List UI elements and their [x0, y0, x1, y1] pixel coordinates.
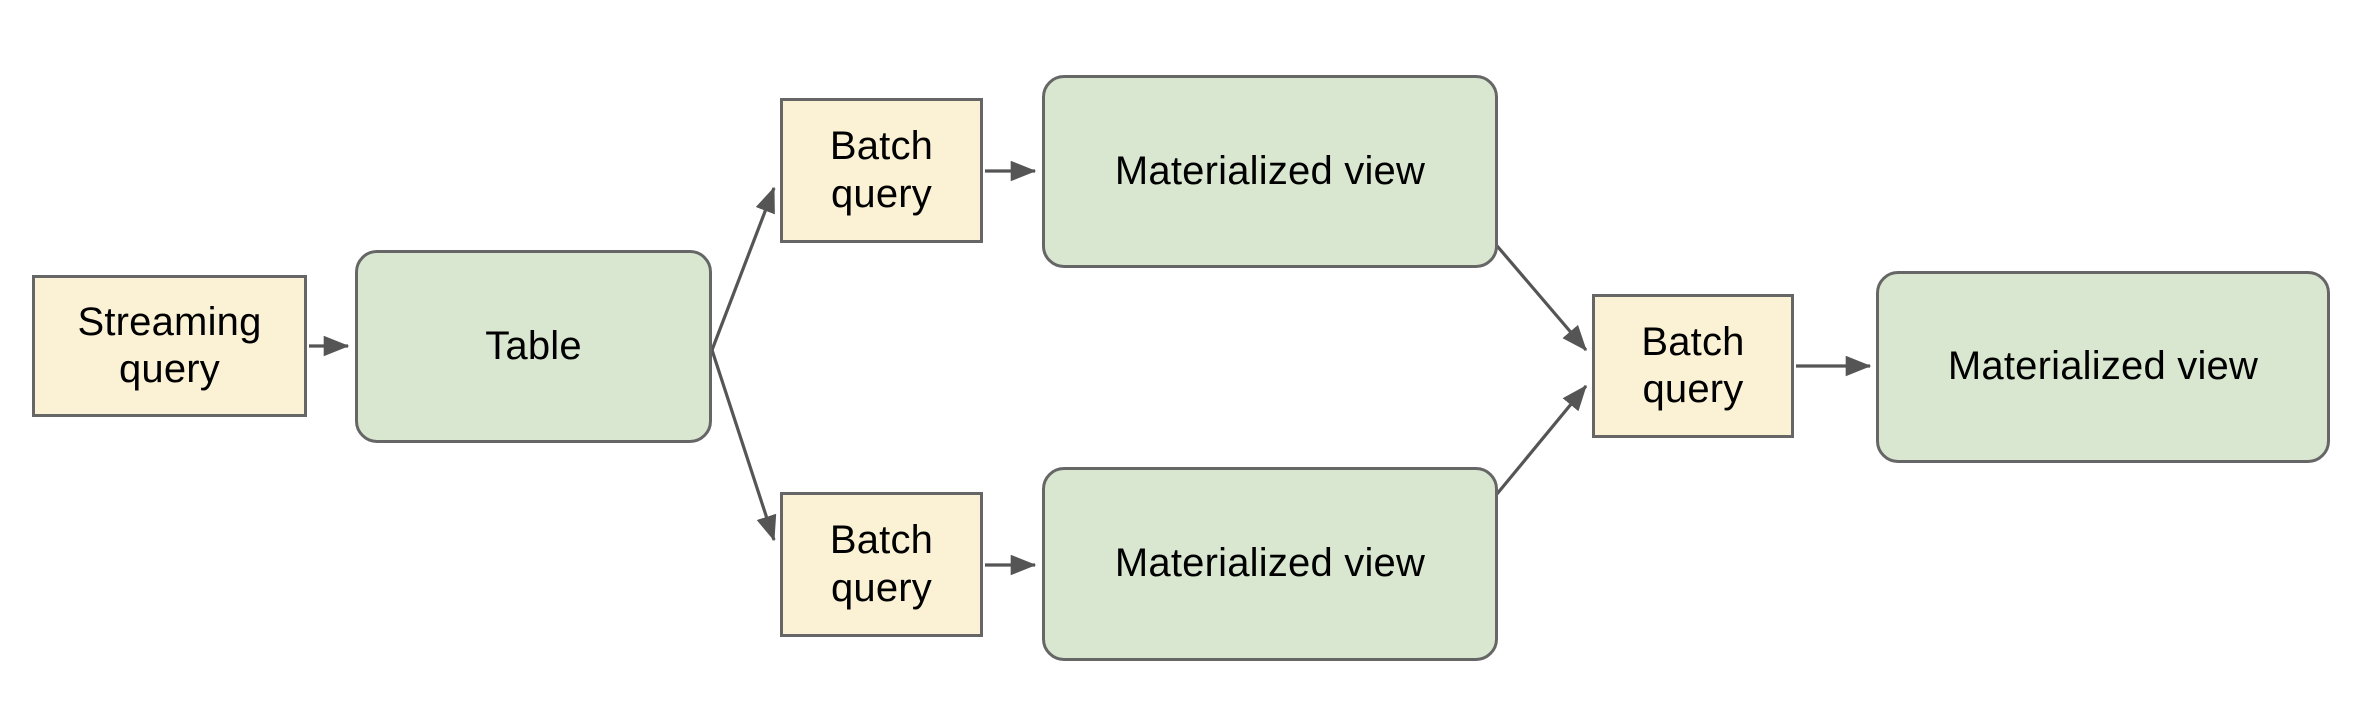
node-batch-query-join[interactable]: Batch query: [1592, 294, 1794, 438]
node-label: Streaming query: [77, 299, 262, 391]
node-materialized-view-top[interactable]: Materialized view: [1042, 75, 1498, 268]
node-batch-query-bottom[interactable]: Batch query: [780, 492, 983, 637]
edge-table-to-batch-top: [710, 186, 776, 351]
node-streaming-query[interactable]: Streaming query: [32, 275, 307, 417]
node-label: Batch query: [829, 518, 934, 610]
node-label: Batch query: [1641, 319, 1745, 411]
node-label: Batch query: [829, 124, 934, 216]
edge-mv-bottom-to-batch-join: [1490, 384, 1588, 502]
edge-mv-top-to-batch-join: [1490, 238, 1588, 352]
node-label: Materialized view: [1947, 344, 2259, 389]
edge-table-to-batch-bottom: [710, 349, 777, 542]
node-materialized-view-final[interactable]: Materialized view: [1876, 271, 2330, 463]
node-label: Materialized view: [1114, 148, 1426, 193]
node-label: Materialized view: [1114, 541, 1426, 586]
node-batch-query-top[interactable]: Batch query: [780, 98, 983, 243]
node-materialized-view-bottom[interactable]: Materialized view: [1042, 467, 1498, 661]
node-label: Table: [485, 323, 582, 368]
node-table[interactable]: Table: [355, 250, 712, 443]
